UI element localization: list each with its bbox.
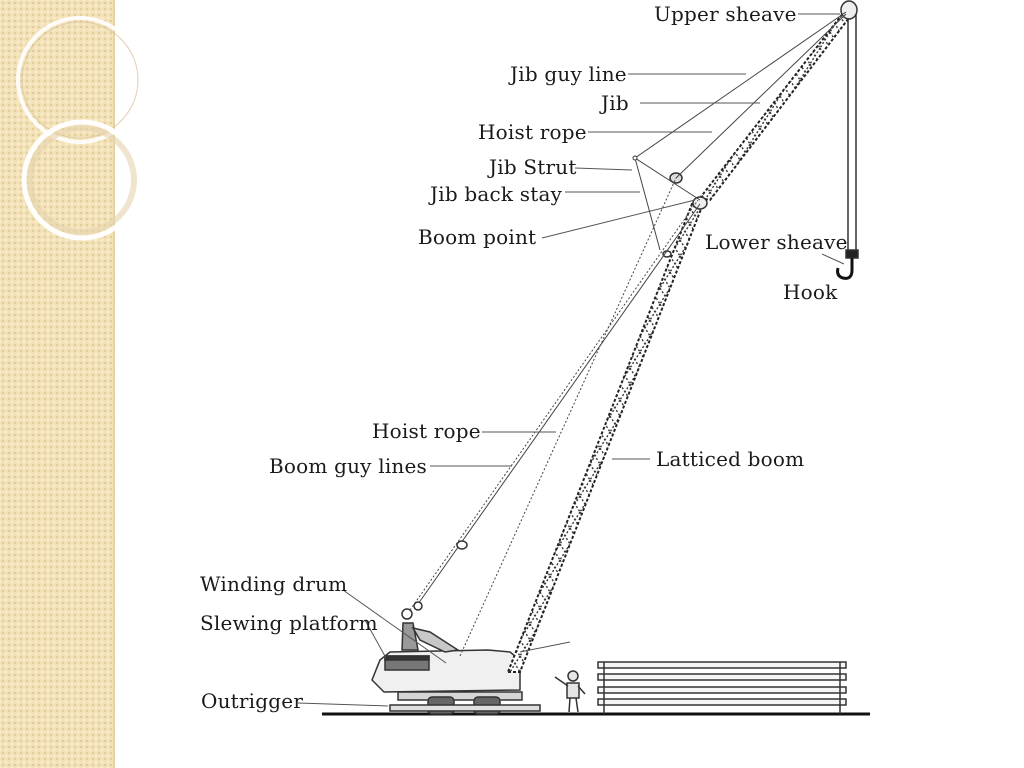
label-hoist-rope-bottom: Hoist rope: [372, 419, 481, 443]
crane-body: [371, 608, 541, 715]
label-jib-guy-line: Jib guy line: [508, 62, 627, 86]
label-boom-point: Boom point: [418, 225, 536, 249]
label-boom-guy-lines: Boom guy lines: [269, 454, 427, 478]
label-hook: Hook: [783, 280, 838, 304]
boom-point-sheave: [692, 196, 708, 210]
label-lower-sheave: Lower sheave: [705, 230, 848, 254]
label-slewing-platform: Slewing platform: [200, 611, 378, 635]
worker-figure: [554, 670, 586, 713]
label-jib: Jib: [599, 91, 629, 115]
pipe-stack: [597, 661, 847, 714]
label-jib-strut: Jib Strut: [487, 155, 577, 179]
jib-boom: [698, 10, 854, 202]
label-jib-back-stay: Jib back stay: [428, 182, 563, 206]
label-winding-drum: Winding drum: [200, 572, 347, 596]
rigging-lines: [409, 11, 847, 657]
leader-lines: [297, 13, 845, 707]
label-latticed-boom: Latticed boom: [656, 447, 804, 471]
latticed-boom: [506, 203, 705, 673]
label-upper-sheave: Upper sheave: [654, 2, 797, 26]
label-outrigger: Outrigger: [201, 689, 303, 713]
label-hoist-rope-top: Hoist rope: [478, 120, 587, 144]
hook-icon: [836, 258, 854, 280]
hoist-rope-vertical: [845, 14, 859, 259]
